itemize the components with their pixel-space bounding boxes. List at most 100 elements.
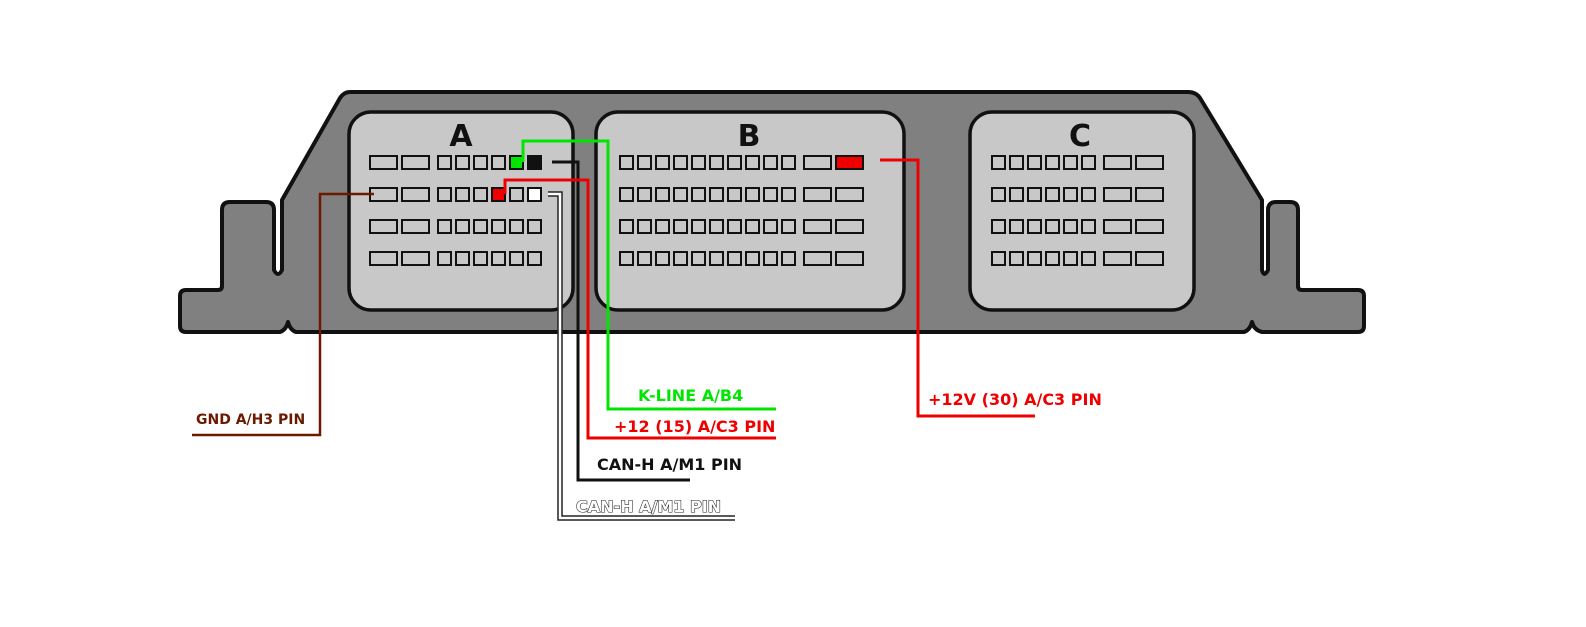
pin-c-r2-c1	[991, 187, 1006, 202]
pin-b-r2-c7	[727, 187, 742, 202]
connector-b: B	[594, 110, 906, 312]
pin-a-r1-c7-green	[509, 155, 524, 170]
pin-b-r3-c9	[763, 219, 778, 234]
pin-b-r3-c7	[727, 219, 742, 234]
pin-a-r1-c1	[369, 155, 398, 170]
pin-a-r2-c3	[437, 187, 452, 202]
pin-a-r1-c6	[491, 155, 506, 170]
pin-a-r4-c5	[473, 251, 488, 266]
pin-a-r1-c5	[473, 155, 488, 170]
pin-b-r3-c11	[803, 219, 832, 234]
pin-b-r2-c5	[691, 187, 706, 202]
pin-a-r1-c2	[401, 155, 430, 170]
pin-a-r2-c2	[401, 187, 430, 202]
pin-c-r4-c1	[991, 251, 1006, 266]
pin-b-r3-c1	[619, 219, 634, 234]
wire-plus12-30	[880, 158, 1035, 418]
pin-c-r3-c6	[1081, 219, 1096, 234]
pin-a-r4-c1	[369, 251, 398, 266]
pin-a-r4-c6	[491, 251, 506, 266]
pin-a-r3-c3	[437, 219, 452, 234]
pin-c-r3-c3	[1027, 219, 1042, 234]
pin-c-r2-c5	[1063, 187, 1078, 202]
wire-gnd	[192, 192, 374, 437]
pin-c-r4-c4	[1045, 251, 1060, 266]
connector-b-label: B	[738, 119, 761, 154]
pin-c-r3-c4	[1045, 219, 1060, 234]
pin-b-r4-c11	[803, 251, 832, 266]
pin-a-r4-c8	[527, 251, 542, 266]
pin-b-r3-c10	[781, 219, 796, 234]
pin-b-r1-c4	[673, 155, 688, 170]
pin-b-r2-c8	[745, 187, 760, 202]
pin-b-r1-c11	[803, 155, 832, 170]
pin-b-r1-c2	[637, 155, 652, 170]
pin-b-r3-c6	[709, 219, 724, 234]
pin-a-r3-c6	[491, 219, 506, 234]
pin-c-r1-c8	[1135, 155, 1164, 170]
pin-c-r1-c7	[1103, 155, 1132, 170]
pin-c-r2-c6	[1081, 187, 1096, 202]
pin-c-r2-c4	[1045, 187, 1060, 202]
pin-c-r2-c2	[1009, 187, 1024, 202]
pin-b-r4-c10	[781, 251, 796, 266]
pin-a-r2-c4	[455, 187, 470, 202]
pin-a-r3-c2	[401, 219, 430, 234]
label-gnd: GND A/H3 PIN	[196, 412, 305, 428]
label-plus12-15: +12 (15) A/C3 PIN	[614, 417, 775, 436]
pin-a-r3-c4	[455, 219, 470, 234]
pin-a-r3-c5	[473, 219, 488, 234]
pin-a-r2-c7	[509, 187, 524, 202]
pin-b-r2-c9	[763, 187, 778, 202]
pin-a-r3-c8	[527, 219, 542, 234]
pin-b-r4-c3	[655, 251, 670, 266]
pin-a-r3-c1	[369, 219, 398, 234]
pin-c-r2-c8	[1135, 187, 1164, 202]
pin-c-r1-c4	[1045, 155, 1060, 170]
pin-b-r3-c4	[673, 219, 688, 234]
pin-b-r4-c7	[727, 251, 742, 266]
pin-c-r3-c8	[1135, 219, 1164, 234]
pin-b-r4-c9	[763, 251, 778, 266]
pin-b-r1-c1	[619, 155, 634, 170]
pin-b-r2-c1	[619, 187, 634, 202]
wire-can-h-white	[548, 192, 735, 520]
pin-a-r4-c2	[401, 251, 430, 266]
pin-a-r4-c7	[509, 251, 524, 266]
pin-c-r4-c7	[1103, 251, 1132, 266]
label-plus12-30: +12V (30) A/C3 PIN	[928, 390, 1102, 409]
pin-b-r3-c12	[835, 219, 864, 234]
label-can-h-black: CAN-H A/M1 PIN	[597, 455, 742, 474]
connector-a: A	[347, 110, 575, 312]
pin-a-r1-c4	[455, 155, 470, 170]
pin-c-r1-c6	[1081, 155, 1096, 170]
pin-c-r1-c5	[1063, 155, 1078, 170]
pin-c-r4-c8	[1135, 251, 1164, 266]
connector-a-label: A	[449, 119, 473, 154]
pin-c-r4-c6	[1081, 251, 1096, 266]
pin-c-r1-c3	[1027, 155, 1042, 170]
label-kline: K-LINE A/B4	[638, 386, 743, 405]
pin-a-r2-c1	[369, 187, 398, 202]
pin-a-r3-c7	[509, 219, 524, 234]
pin-c-r3-c7	[1103, 219, 1132, 234]
pin-a-r4-c3	[437, 251, 452, 266]
pin-b-r4-c2	[637, 251, 652, 266]
pin-c-r1-c2	[1009, 155, 1024, 170]
pin-b-r3-c3	[655, 219, 670, 234]
pin-b-r1-c8	[745, 155, 760, 170]
pin-b-r4-c5	[691, 251, 706, 266]
pin-c-r4-c5	[1063, 251, 1078, 266]
pin-a-r1-c3	[437, 155, 452, 170]
pin-a-r2-c6-red	[491, 187, 506, 202]
pin-b-r1-c9	[763, 155, 778, 170]
pin-b-r2-c12	[835, 187, 864, 202]
pin-b-r4-c12	[835, 251, 864, 266]
pin-b-r1-c6	[709, 155, 724, 170]
pin-b-r4-c1	[619, 251, 634, 266]
pin-c-r1-c1	[991, 155, 1006, 170]
pin-c-r3-c2	[1009, 219, 1024, 234]
pin-b-r1-c7	[727, 155, 742, 170]
pin-c-r3-c1	[991, 219, 1006, 234]
